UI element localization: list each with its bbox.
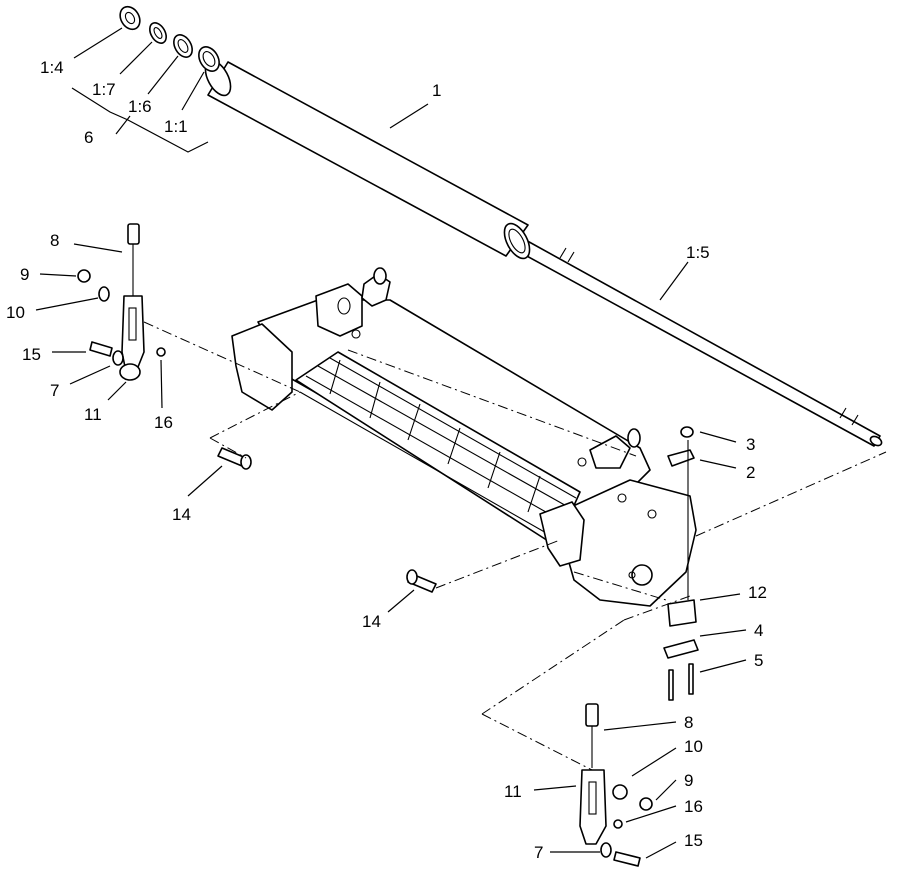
seal-1-6 bbox=[173, 34, 193, 58]
callout-labels: 1:4 1:7 1:6 1:1 6 1 1:5 8 9 10 15 7 11 1… bbox=[6, 58, 767, 862]
label-8-bottom: 8 bbox=[684, 713, 693, 732]
label-16-left: 16 bbox=[154, 413, 173, 432]
left-adjuster bbox=[77, 223, 301, 393]
label-15-bottom: 15 bbox=[684, 831, 703, 850]
label-9-bottom: 9 bbox=[684, 771, 693, 790]
label-1-1: 1:1 bbox=[164, 117, 188, 136]
roller-tube bbox=[204, 59, 531, 260]
bolt-5a bbox=[668, 669, 674, 701]
adjuster-screw-head-8 bbox=[127, 223, 140, 245]
nut-3 bbox=[680, 426, 694, 438]
label-16-bottom: 16 bbox=[684, 797, 703, 816]
label-4: 4 bbox=[754, 621, 763, 640]
label-1: 1 bbox=[432, 81, 441, 100]
bottom-adjuster bbox=[579, 703, 653, 867]
label-1-7: 1:7 bbox=[92, 80, 116, 99]
label-15-left: 15 bbox=[22, 345, 41, 364]
label-1-4: 1:4 bbox=[40, 58, 64, 77]
label-12: 12 bbox=[748, 583, 767, 602]
label-8-left: 8 bbox=[50, 231, 59, 250]
right-bracket-parts bbox=[663, 426, 699, 701]
label-3: 3 bbox=[746, 435, 755, 454]
label-9-left: 9 bbox=[20, 265, 29, 284]
label-14-bottom: 14 bbox=[362, 612, 381, 631]
bearing-1-1 bbox=[198, 46, 220, 72]
plate-2 bbox=[667, 449, 695, 467]
block-12 bbox=[667, 599, 697, 627]
kit-bracket-6 bbox=[71, 87, 209, 153]
label-10-left: 10 bbox=[6, 303, 25, 322]
label-7-bottom: 7 bbox=[534, 843, 543, 862]
label-10-bottom: 10 bbox=[684, 737, 703, 756]
leader-lines bbox=[35, 27, 747, 859]
phantom-lines bbox=[209, 349, 887, 771]
bearing-cap-1-4 bbox=[119, 5, 141, 31]
reel-frame bbox=[231, 267, 697, 607]
carriage-bolt-14b bbox=[406, 569, 437, 593]
washer-1-7 bbox=[149, 22, 167, 44]
label-1-5: 1:5 bbox=[686, 243, 710, 262]
label-11-left: 11 bbox=[84, 405, 102, 424]
clamp-4 bbox=[663, 639, 699, 659]
label-14-left: 14 bbox=[172, 505, 191, 524]
label-11-bottom: 11 bbox=[504, 782, 522, 801]
label-7-left: 7 bbox=[50, 381, 59, 400]
label-1-6: 1:6 bbox=[128, 97, 152, 116]
label-6: 6 bbox=[84, 128, 93, 147]
bolt-5b bbox=[688, 663, 694, 695]
carriage-bolt-14a bbox=[217, 447, 252, 470]
label-5: 5 bbox=[754, 651, 763, 670]
label-2: 2 bbox=[746, 463, 755, 482]
